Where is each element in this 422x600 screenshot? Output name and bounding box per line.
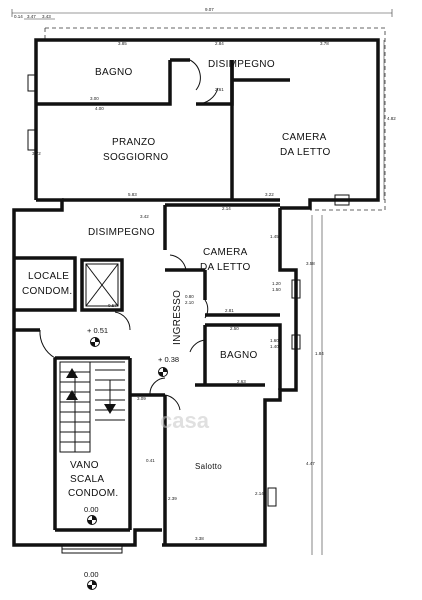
dim-cam-h: 4.82	[387, 116, 396, 121]
svg-text:2.61: 2.61	[215, 87, 224, 92]
svg-text:3.22: 3.22	[265, 192, 274, 197]
room-label-camera-1: CAMERA	[282, 132, 327, 143]
svg-text:2.10: 2.10	[185, 300, 194, 305]
entrance-steps	[61, 544, 123, 554]
watermark-text: casa	[160, 408, 210, 433]
dim-top-total: 9.07	[205, 7, 214, 12]
svg-text:0.57: 0.57	[108, 303, 117, 308]
stair-down-arrow	[104, 404, 116, 414]
room-label-bagno-mid: BAGNO	[220, 350, 258, 361]
room-label-vano: VANO	[70, 460, 99, 471]
stair-up-arrow-1	[66, 368, 78, 378]
svg-text:2.84: 2.84	[215, 41, 224, 46]
elevation-markers: + 0.51 + 0.38 0.00 0.00	[84, 326, 179, 590]
elevation-label-4: 0.00	[84, 570, 99, 579]
dim-right-3: 4.47	[306, 461, 315, 466]
svg-text:0.80: 0.80	[185, 294, 194, 299]
room-label-locale: LOCALE	[28, 271, 69, 282]
room-label-camera-1b: DA LETTO	[280, 147, 331, 158]
room-labels: BAGNO DISIMPEGNO PRANZO SOGGIORNO CAMERA…	[22, 59, 331, 499]
svg-text:3.42: 3.42	[140, 214, 149, 219]
svg-text:3.00: 3.00	[90, 96, 99, 101]
dim-top-c: 3.43	[42, 14, 51, 19]
svg-text:1.20: 1.20	[272, 281, 281, 286]
svg-text:3.72: 3.72	[32, 151, 41, 156]
stair-up-arrow-2	[66, 390, 78, 400]
svg-text:2.14: 2.14	[222, 206, 231, 211]
svg-text:3.85: 3.85	[118, 41, 127, 46]
room-label-vano-condom: CONDOM.	[68, 488, 118, 499]
dimension-labels: 3.85 4.00 3.00 2.84 2.61 3.78 3.22 3.72 …	[32, 41, 329, 541]
room-label-locale-condom: CONDOM.	[22, 286, 72, 297]
dim-right-2: 1.84	[315, 351, 324, 356]
svg-text:4.00: 4.00	[95, 106, 104, 111]
svg-text:1.60: 1.60	[270, 338, 279, 343]
room-label-disimpegno-mid: DISIMPEGNO	[88, 227, 155, 238]
top-dimension-line: 9.07 0.14 3.47 3.43	[11, 7, 393, 20]
svg-text:2.50: 2.50	[230, 326, 239, 331]
room-label-pranzo: PRANZO	[112, 137, 155, 148]
staircase	[59, 361, 125, 453]
svg-text:0.41: 0.41	[146, 458, 155, 463]
room-label-bagno-top: BAGNO	[95, 67, 133, 78]
svg-text:3.78: 3.78	[320, 41, 329, 46]
lift-symbol	[85, 263, 119, 307]
dim-right-1: 3.58	[306, 261, 315, 266]
svg-text:1.45: 1.45	[270, 234, 279, 239]
balcony-outline	[44, 27, 386, 211]
dim-top-a: 0.14	[14, 14, 23, 19]
room-label-camera-2b: DA LETTO	[200, 262, 251, 273]
room-label-ingresso: INGRESSO	[172, 290, 183, 345]
svg-text:5.83: 5.83	[128, 192, 137, 197]
room-label-soggiorno: SOGGIORNO	[103, 152, 168, 163]
elevation-label-1: + 0.51	[87, 326, 108, 335]
internal-walls	[14, 58, 290, 545]
dim-top-b: 3.47	[27, 14, 36, 19]
room-label-salotto: Salotto	[195, 462, 222, 471]
elevation-label-3: 0.00	[84, 505, 99, 514]
room-label-disimpegno-top: DISIMPEGNO	[208, 59, 275, 70]
svg-text:1.40: 1.40	[270, 344, 279, 349]
elevation-fill-1	[95, 337, 100, 342]
elevation-label-2: + 0.38	[158, 355, 179, 364]
svg-text:2.81: 2.81	[225, 308, 234, 313]
room-label-camera-2: CAMERA	[203, 247, 248, 258]
door-swings	[39, 59, 219, 411]
svg-text:1.50: 1.50	[272, 287, 281, 292]
svg-text:2.63: 2.63	[237, 379, 246, 384]
svg-text:3.09: 3.09	[137, 396, 146, 401]
windows	[27, 74, 350, 507]
room-label-scala: SCALA	[70, 474, 104, 485]
svg-text:3.38: 3.38	[195, 536, 204, 541]
svg-text:2.39: 2.39	[168, 496, 177, 501]
svg-text:2.14: 2.14	[255, 491, 264, 496]
right-dimension-lines: 4.82 3.58 1.84 4.47	[306, 40, 396, 555]
